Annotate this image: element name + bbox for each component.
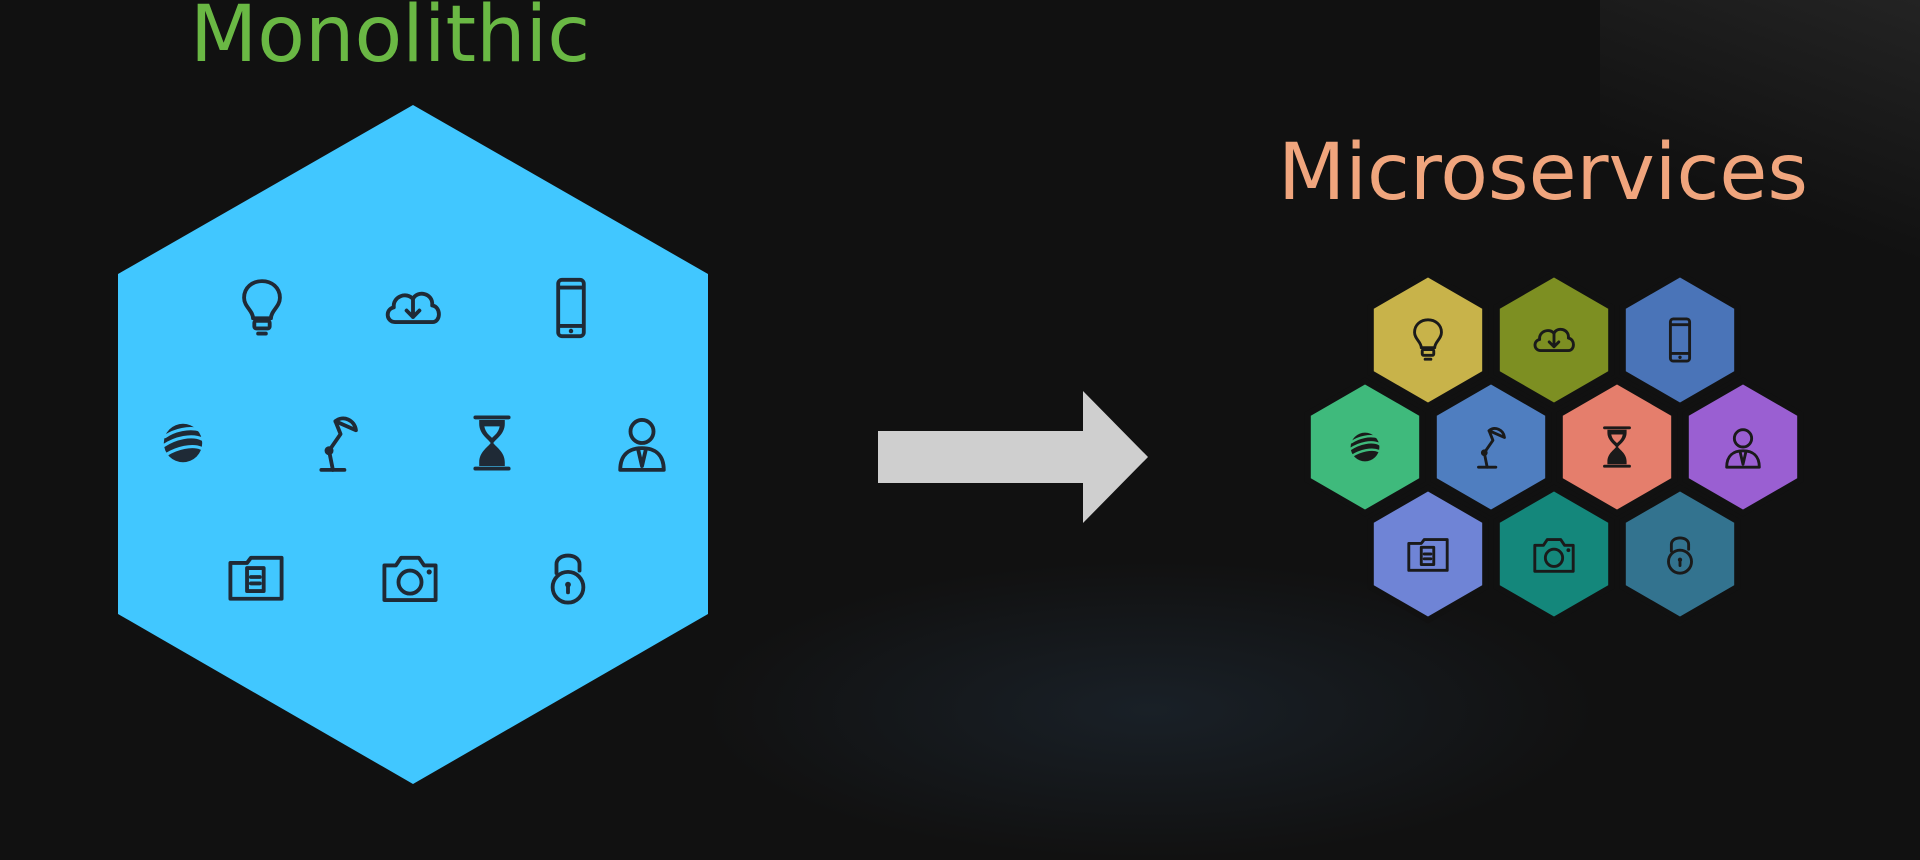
slide: Monolithic Microservices [118,0,1920,860]
padlock-icon [550,553,586,605]
desk-lamp-icon [319,416,358,472]
monolithic-icons [162,277,666,605]
padlock-icon [1667,536,1693,575]
microservices-hexagon-group [1304,270,1804,624]
globe-icon [1349,432,1381,462]
transition-arrow [878,391,1148,523]
background-corner-shade [1600,0,1920,260]
cloud-download-icon [385,291,441,325]
microservice-cell [1556,377,1678,517]
microservice-cell [1619,484,1741,624]
lightbulb-icon [242,279,282,336]
microservice-cell [1430,377,1552,517]
desk-lamp-icon [1477,427,1506,469]
microservice-hexagon [1430,377,1552,517]
camera-icon [1533,538,1575,573]
microservices-title: Microservices [1278,128,1808,218]
microservice-cell [1367,270,1489,410]
monolithic-hexagon [118,105,708,784]
microservice-cell [1619,270,1741,410]
microservice-cell [1682,377,1804,517]
lightbulb-icon [1413,318,1443,361]
document-folder-icon [1407,538,1449,572]
monolithic-title: Monolithic [190,0,591,80]
monolithic-hexagon-group [118,105,708,784]
cloud-download-icon [1533,327,1575,353]
microservice-hexagon [1367,270,1489,410]
user-icon [1725,428,1761,469]
hourglass-icon [473,415,511,471]
smartphone-icon [556,277,586,339]
microservice-cell [1493,270,1615,410]
camera-icon [382,555,438,602]
microservice-cell [1304,377,1426,517]
microservice-cell [1367,484,1489,624]
microservice-hexagon [1619,484,1741,624]
user-icon [618,418,666,472]
microservice-hexagon [1493,484,1615,624]
right-arrow-icon [878,391,1148,523]
microservice-cell [1493,484,1615,624]
microservice-hexagon [1619,270,1741,410]
architecture-diagram [118,105,1804,784]
smartphone-icon [1668,317,1692,363]
globe-icon [162,423,204,463]
hourglass-icon [1603,426,1631,468]
document-folder-icon [228,555,284,601]
